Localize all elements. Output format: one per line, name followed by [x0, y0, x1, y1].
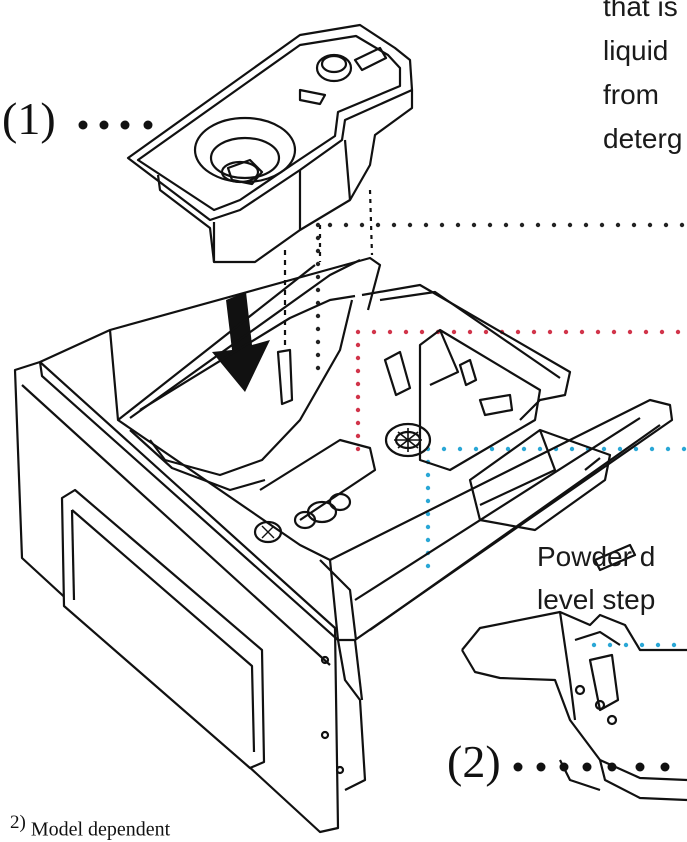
dotted-leader-blue: [425, 446, 687, 648]
cut-text-line-2: liquid: [603, 35, 669, 66]
cut-text-line-3: from: [603, 79, 659, 110]
callout-1-label: (1): [2, 93, 56, 144]
detergent-drawer: [13, 256, 674, 834]
cut-text-line-4: deterg: [603, 123, 683, 154]
callout-2-label: (2): [447, 736, 501, 787]
insert-direction-arrow-icon: [212, 292, 270, 392]
footnote-mark: 2): [10, 812, 26, 833]
dotted-leader-dark: [315, 222, 685, 371]
powder-text-line-2: level step: [537, 584, 656, 615]
callout-1-leader: [78, 120, 153, 130]
callout-2-leader: [513, 762, 670, 772]
cut-text-line-1: that is: [603, 0, 678, 22]
dotted-leader-red: [355, 329, 681, 452]
powder-level-insert: [461, 610, 687, 802]
footnote-text: Model dependent: [30, 818, 171, 841]
powder-text-line-1: Powder d: [537, 541, 656, 572]
footnote: 2) Model dependent: [10, 812, 170, 842]
liquid-detergent-insert: [126, 23, 414, 345]
